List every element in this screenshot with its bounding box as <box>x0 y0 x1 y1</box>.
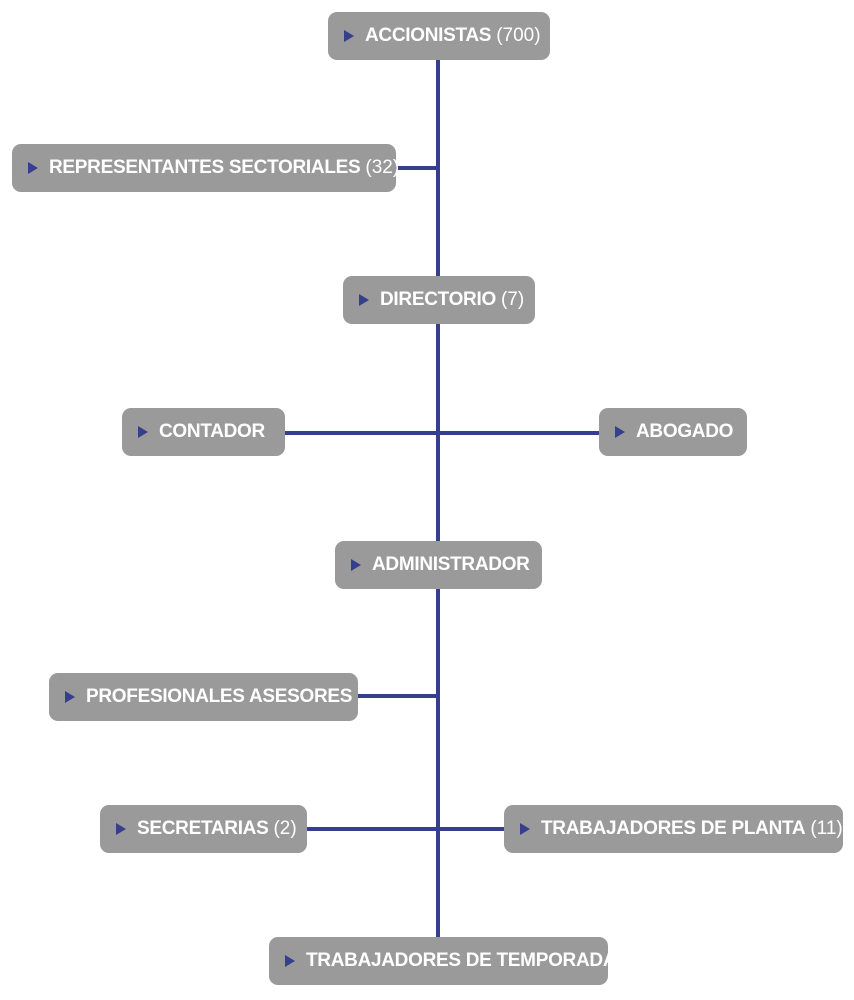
connector-representantes <box>394 166 438 170</box>
node-label: CONTADOR <box>159 421 265 442</box>
main-trunk-line <box>436 60 440 940</box>
node-directorio[interactable]: DIRECTORIO (7) <box>343 276 535 324</box>
node-accionistas[interactable]: ACCIONISTAS (700) <box>328 12 550 60</box>
triangle-arrow-icon <box>138 426 148 438</box>
node-label: REPRESENTANTES SECTORIALES <box>49 157 361 178</box>
triangle-arrow-icon <box>65 691 75 703</box>
node-label: TRABAJADORES DE PLANTA <box>541 818 806 839</box>
node-count: (2) <box>273 818 297 839</box>
connector-profesionales <box>356 694 438 698</box>
connector-contador-abogado <box>284 431 602 435</box>
node-label: ACCIONISTAS <box>365 25 492 46</box>
node-label: SECRETARIAS <box>137 818 269 839</box>
node-count: (700) <box>496 25 541 46</box>
triangle-arrow-icon <box>344 30 354 42</box>
node-label: ADMINISTRADOR <box>372 554 530 575</box>
node-trabajadores-de-temporada[interactable]: TRABAJADORES DE TEMPORADA <box>269 937 617 985</box>
node-abogado[interactable]: ABOGADO <box>599 408 747 456</box>
node-profesionales-asesores[interactable]: PROFESIONALES ASESORES <box>49 673 358 721</box>
node-administrador[interactable]: ADMINISTRADOR <box>335 541 542 589</box>
triangle-arrow-icon <box>359 294 369 306</box>
node-label: PROFESIONALES ASESORES <box>86 686 353 707</box>
node-trabajadores-de-planta[interactable]: TRABAJADORES DE PLANTA (11) <box>504 805 843 853</box>
node-secretarias[interactable]: SECRETARIAS (2) <box>100 805 307 853</box>
node-label: TRABAJADORES DE TEMPORADA <box>306 950 617 971</box>
triangle-arrow-icon <box>351 559 361 571</box>
node-count: (7) <box>500 289 525 310</box>
node-label: ABOGADO <box>636 421 734 442</box>
node-contador[interactable]: CONTADOR <box>122 408 285 456</box>
triangle-arrow-icon <box>615 426 625 438</box>
node-label: DIRECTORIO <box>380 289 496 310</box>
triangle-arrow-icon <box>520 823 530 835</box>
node-count: (11) <box>810 818 843 839</box>
triangle-arrow-icon <box>116 823 126 835</box>
connector-secretarias-planta <box>306 827 506 831</box>
triangle-arrow-icon <box>28 162 38 174</box>
node-count: (32) <box>365 157 400 178</box>
node-representantes-sectoriales[interactable]: REPRESENTANTES SECTORIALES (32) <box>12 144 400 192</box>
triangle-arrow-icon <box>285 955 295 967</box>
